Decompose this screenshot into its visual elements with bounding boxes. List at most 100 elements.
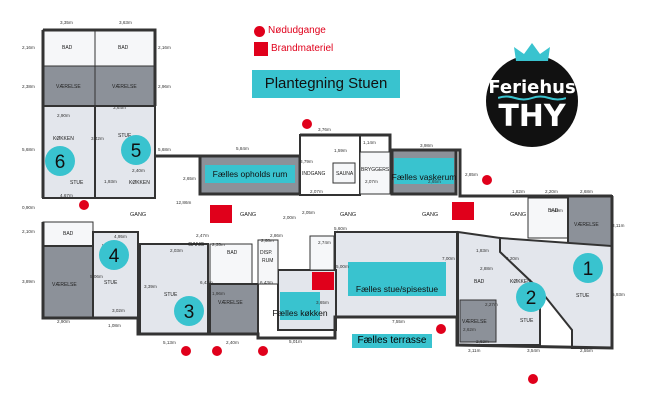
dimension-label: 7,00m xyxy=(442,256,455,261)
dimension-label: 5,93m xyxy=(612,292,625,297)
dimension-label: 2,05m xyxy=(302,210,315,215)
dimension-label: 12,86m xyxy=(176,200,191,205)
dimension-label: 2,86m xyxy=(270,233,283,238)
vaerelse-room-2 xyxy=(459,299,497,343)
room-labels: BAD BAD VÆRELSE VÆRELSE KØKKEN STUE STUE… xyxy=(52,45,599,325)
dimension-label: 1,82m xyxy=(512,189,525,194)
dimension-label: 3,54m xyxy=(527,348,540,353)
dimension-label: 2,90m xyxy=(57,319,70,324)
bad-room-right-top xyxy=(527,197,569,239)
fire-equipment-legend-icon xyxy=(254,42,268,56)
dimension-label: 2,65m xyxy=(183,176,196,181)
bad-label: BAD xyxy=(548,208,559,214)
disp-room xyxy=(257,239,279,285)
indgang-label: INDGANG xyxy=(302,171,325,177)
brand-logo: Feriehus THY xyxy=(486,43,578,147)
koekken-label: KØKKEN xyxy=(129,180,150,186)
unit-6-number: 6 xyxy=(55,152,66,173)
dimension-label: 5,68m xyxy=(158,147,171,152)
dimension-label: 2,00m xyxy=(283,215,296,220)
dimension-label: 6,43m xyxy=(260,280,273,285)
dimension-label: 1,14m xyxy=(363,140,376,145)
sauna-label: SAUNA xyxy=(336,171,354,177)
fire-equipment-icon xyxy=(210,205,232,223)
opholdsrum-label-bg xyxy=(205,165,295,183)
stue-label: STUE xyxy=(164,292,178,298)
dimension-label: 2,88m xyxy=(480,266,493,271)
dimension-label: 2,65m xyxy=(428,179,441,184)
bad-label: BAD xyxy=(474,279,485,285)
dimension-label: 5,01m xyxy=(289,339,302,344)
koekken-label: KØKKEN xyxy=(53,136,74,142)
fire-equipment-markers xyxy=(210,202,474,290)
vaskerum-label-bg xyxy=(394,158,454,184)
dimension-label: 2,38m xyxy=(22,84,35,89)
gang-label-3: GANG xyxy=(340,212,356,218)
unit-2-number: 2 xyxy=(526,288,537,309)
dimension-label: 1,83m xyxy=(476,248,489,253)
gang-label-1: GANG xyxy=(130,212,146,218)
unit-5-badge xyxy=(121,135,151,165)
emergency-exit-icon xyxy=(302,119,312,129)
crown-icon xyxy=(514,43,550,61)
unit-3 xyxy=(139,243,209,335)
dimension-label: 3,39m xyxy=(144,284,157,289)
wave-icon xyxy=(498,95,566,101)
unit-1-badge xyxy=(573,253,603,283)
fire-equipment-icon xyxy=(452,202,474,220)
dimension-label: 3,76m xyxy=(318,127,331,132)
stue-label: STUE xyxy=(70,180,84,186)
dimension-label: 2,74m xyxy=(318,240,331,245)
emergency-exit-markers xyxy=(79,119,538,384)
room-fills xyxy=(42,29,613,349)
emergency-exit-icon xyxy=(436,324,446,334)
logo-line1: Feriehus xyxy=(488,77,576,98)
emergency-exit-icon xyxy=(258,346,268,356)
disp-label: DISP. xyxy=(260,250,272,256)
dimension-label: 3,63m xyxy=(119,20,132,25)
vaerelse-room-1 xyxy=(567,195,613,247)
bad-room-3 xyxy=(209,243,253,285)
gang-label-4: GANG xyxy=(422,212,438,218)
dimension-label: 1,96m xyxy=(212,291,225,296)
dimension-label: 1,93m xyxy=(104,179,117,184)
dimension-label: 5,13m xyxy=(163,340,176,345)
koekken-common-label: Fælles køkken xyxy=(272,308,328,318)
terrasse-label: Fælles terrasse xyxy=(352,334,432,348)
unit-1-number: 1 xyxy=(583,259,594,280)
fire-equipment-legend-label: Brandmateriel xyxy=(271,43,334,54)
dimension-label: 4,67m xyxy=(60,193,73,198)
dimension-label: 0,90m xyxy=(22,205,35,210)
vaerelse-label: VÆRELSE xyxy=(56,84,81,90)
dimension-label: 2,20m xyxy=(545,189,558,194)
dimension-label: 3,42m xyxy=(91,136,104,141)
dimension-label: 2,55m xyxy=(580,348,593,353)
dimension-label: 3,98m xyxy=(420,143,433,148)
stue-label: STUE xyxy=(576,293,590,299)
emergency-exit-icon xyxy=(181,346,191,356)
vaerelse-label: VÆRELSE xyxy=(574,222,599,228)
sauna-room xyxy=(332,162,356,184)
stue-spisestue-label: Fælles stue/spisestue xyxy=(356,284,438,294)
unit-3-badge xyxy=(174,296,204,326)
corridor-labels: GANG GANG GANG GANG GANG GANG xyxy=(130,212,526,248)
emergency-exit-icon xyxy=(79,200,89,210)
bryggers-label: BRYGGERS xyxy=(361,167,390,173)
dimension-label: 3,35m xyxy=(60,20,73,25)
unit-6-badge xyxy=(45,146,75,176)
dimension-label: 2,40m xyxy=(226,340,239,345)
vaerelse-room-3 xyxy=(209,283,259,335)
rum-label: RUM xyxy=(262,258,273,264)
emergency-exit-legend-label: Nødudgange xyxy=(268,25,326,36)
koekken-label: KØKKEN xyxy=(510,279,531,285)
dimension-label: 2,85m xyxy=(465,172,478,177)
dimension-label: 2,35m xyxy=(212,242,225,247)
vaerelse-label: VÆRELSE xyxy=(218,300,243,306)
small-room xyxy=(309,235,335,271)
dimension-label: 2,96m xyxy=(158,84,171,89)
dimension-label: 2,16m xyxy=(22,45,35,50)
stue-label: STUE xyxy=(104,280,118,286)
